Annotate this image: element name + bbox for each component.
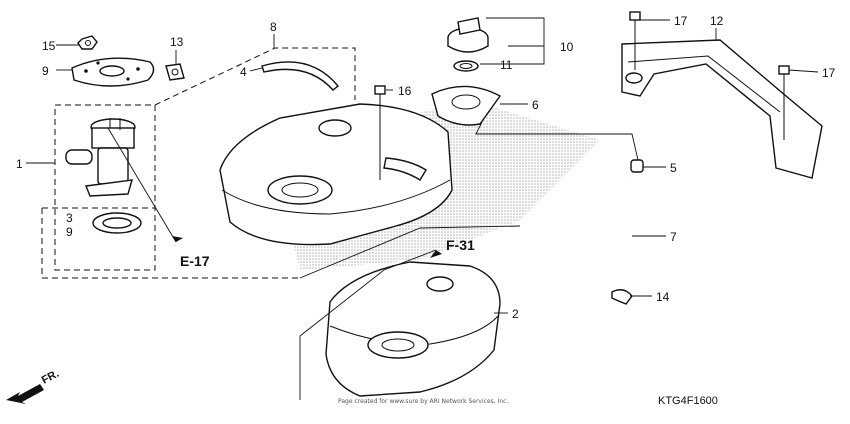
callout-11: 11 [500,58,513,72]
callout-17-upper: 17 [674,14,688,28]
e17-arrow-icon [172,236,183,242]
callout-8: 8 [270,20,277,34]
cap-gasket [453,60,479,72]
hose-clip [165,63,185,81]
breather-hose [558,179,634,399]
callout-1: 1 [16,157,23,171]
callout-4: 4 [240,65,247,79]
callout-16: 16 [398,84,412,98]
direction-label: FR. [40,368,61,387]
reference-e17: E-17 [180,253,210,269]
flange-nut [77,35,98,50]
fuel-pump-group [41,104,300,279]
pump-group-box [54,104,156,271]
fuel-pump [65,118,136,197]
diagram-code: KTG4F1600 [658,395,718,407]
fuel-tank-upper [219,103,453,246]
callout-6: 6 [532,98,539,112]
callout-15: 15 [42,39,56,53]
filler-tray [431,85,502,126]
callout-12: 12 [710,14,724,28]
tank-band [261,61,339,91]
footer-credit: Page created for www.sure by ARI Network… [338,398,508,405]
reference-f31: F-31 [446,237,475,253]
callout-9-plate: 9 [42,64,49,78]
callout-13: 13 [170,35,184,49]
callout-14: 14 [656,290,670,304]
f31-arrow-icon [430,250,442,258]
callout-10: 10 [560,40,574,54]
callout-7: 7 [670,230,677,244]
bracket-bolt-upper [629,11,641,70]
tank-grommet [630,159,644,173]
callout-5: 5 [670,161,677,175]
callout-9-seal: 9 [66,225,73,239]
callout-17-lower: 17 [822,66,836,80]
front-direction-arrow-icon [6,384,44,404]
pump-seal-ring [92,212,142,234]
tank-group-box [154,47,356,106]
fuel-filler-cap [447,17,489,53]
fuel-tank-lower [325,261,501,397]
mounting-bolt [374,85,386,180]
pump-setting-plate [71,57,155,87]
leader-lines [26,17,819,400]
callout-3: 3 [66,211,73,225]
hose-clamp [611,289,633,305]
callout-2: 2 [512,307,519,321]
tank-mounting-bracket [621,39,823,179]
